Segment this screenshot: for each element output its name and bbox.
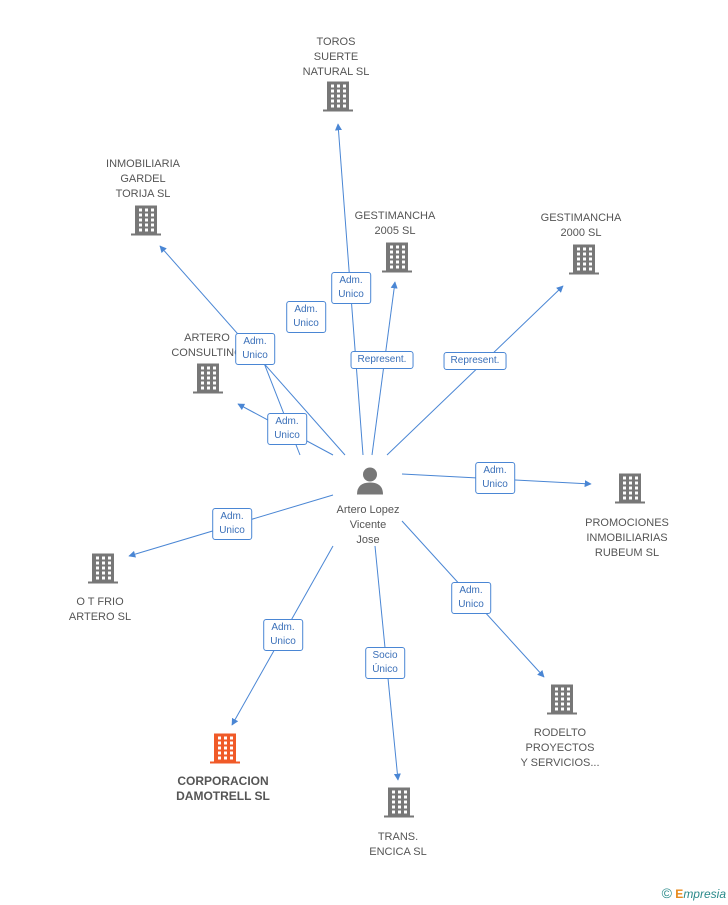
company-label-line: TORIJA SL (115, 188, 171, 200)
person-name[interactable]: Artero Lopez Vicente Jose (337, 503, 400, 548)
building-icon[interactable] (210, 733, 240, 771)
relation-badge-line: Unico (242, 350, 268, 361)
relation-badge-line: Socio (372, 650, 398, 661)
relation-badge-line: Adm. (339, 275, 363, 286)
relation-badge-line: Adm. (271, 622, 295, 633)
company-label-line: 2005 SL (374, 225, 416, 237)
relation-badge-line: Unico (274, 430, 300, 441)
company-label-line: PROMOCIONES (585, 517, 669, 529)
relation-badge-line: Adm. (220, 511, 244, 522)
relation-badge-line: Único (372, 664, 398, 675)
company-label-line: GESTIMANCHA (540, 212, 622, 224)
company-label-line: DAMOTRELL SL (176, 789, 270, 803)
building-icon[interactable] (569, 244, 599, 282)
relation-badge[interactable]: Adm. Unico (331, 272, 371, 304)
company-label-line: TRANS. (377, 831, 419, 843)
relation-badge-line: Adm. (275, 416, 299, 427)
relation-badge[interactable]: Adm. Unico (263, 619, 303, 651)
company-label-toros[interactable]: TOROS SUERTE NATURAL SL (303, 35, 370, 80)
company-label-line: O T FRIO (76, 596, 124, 608)
relation-badge-line: Represent. (357, 354, 407, 365)
company-label-gardel[interactable]: INMOBILIARIA GARDEL TORIJA SL (106, 157, 180, 202)
copyright-icon: © (661, 885, 672, 901)
relation-edge (386, 285, 564, 456)
brand-logo-letter: E (675, 887, 684, 901)
company-label-line: ARTERO (184, 332, 230, 344)
company-label-line: INMOBILIARIAS (586, 532, 668, 544)
building-icon[interactable] (615, 473, 645, 511)
company-label-line: ENCICA SL (369, 846, 427, 858)
brand-name: mpresia (683, 887, 726, 901)
relation-badge-line: Adm. (243, 336, 267, 347)
person-name-line: Artero Lopez (336, 504, 400, 516)
relation-badge[interactable]: Adm. Unico (286, 301, 326, 333)
company-label-rubeum[interactable]: PROMOCIONES INMOBILIARIAS RUBEUM SL (585, 516, 669, 561)
relation-badge-line: Adm. (459, 585, 483, 596)
company-label-line: TOROS (316, 36, 356, 48)
relation-badge-line: Unico (270, 636, 296, 647)
person-name-line: Vicente (349, 519, 387, 531)
building-icon[interactable] (193, 363, 223, 401)
relation-badge[interactable]: Adm. Unico (212, 508, 252, 540)
person-icon[interactable] (355, 466, 385, 501)
company-label-rodelto[interactable]: RODELTO PROYECTOS Y SERVICIOS... (520, 726, 599, 771)
company-label-line: RODELTO (533, 727, 587, 739)
company-label-encica[interactable]: TRANS. ENCICA SL (369, 830, 426, 860)
company-label-otfrio[interactable]: O T FRIO ARTERO SL (69, 595, 131, 625)
building-icon[interactable] (323, 81, 353, 119)
company-label-line: SUERTE (313, 51, 359, 63)
company-label-artero-consulting[interactable]: ARTERO CONSULTING (171, 331, 242, 361)
company-label-line: 2000 SL (560, 227, 602, 239)
company-label-line: RUBEUM SL (594, 547, 660, 559)
relation-badge-line: Adm. (483, 465, 507, 476)
company-label-line: Y SERVICIOS... (520, 757, 600, 769)
relation-badge[interactable]: Adm. Unico (451, 582, 491, 614)
building-icon[interactable] (131, 205, 161, 243)
company-label-gest2005[interactable]: GESTIMANCHA 2005 SL (355, 209, 436, 239)
relation-badge-line: Unico (482, 479, 508, 490)
relation-badge-line: Represent. (450, 355, 500, 366)
company-label-line: CORPORACION (177, 774, 269, 788)
relation-badge-line: Unico (338, 289, 364, 300)
building-icon[interactable] (382, 242, 412, 280)
relation-badge[interactable]: Represent. (350, 351, 414, 369)
relation-badge-line: Unico (293, 318, 319, 329)
company-label-line: CONSULTING (171, 347, 243, 359)
company-label-line: GARDEL (120, 173, 166, 185)
relation-badge[interactable]: Adm. Unico (475, 462, 515, 494)
company-label-line: NATURAL SL (302, 66, 370, 78)
footer-brand: © Empresia (662, 885, 726, 901)
relation-badge-line: Unico (458, 599, 484, 610)
building-icon[interactable] (88, 553, 118, 591)
company-label-line: ARTERO SL (68, 611, 132, 623)
relation-badge[interactable]: Adm. Unico (267, 413, 307, 445)
company-label-gest2000[interactable]: GESTIMANCHA 2000 SL (541, 211, 622, 241)
person-name-line: Jose (356, 534, 380, 546)
relation-badge[interactable]: Represent. (443, 352, 507, 370)
company-label-line: GESTIMANCHA (354, 210, 436, 222)
relation-badge-line: Adm. (294, 304, 318, 315)
company-label-line: INMOBILIARIA (106, 158, 180, 170)
building-icon[interactable] (384, 787, 414, 825)
relation-badge[interactable]: Adm. Unico (235, 333, 275, 365)
building-icon[interactable] (547, 684, 577, 722)
relation-badge-line: Unico (219, 525, 245, 536)
company-label-line: PROYECTOS (525, 742, 595, 754)
